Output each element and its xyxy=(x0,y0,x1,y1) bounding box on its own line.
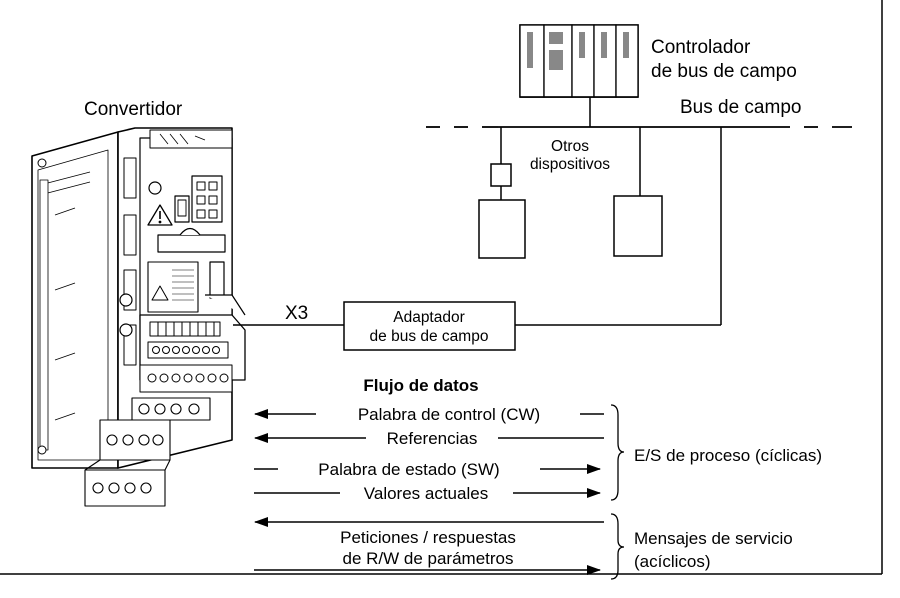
fieldbus-adapter-box xyxy=(343,301,516,351)
controller-label-line1: Controlador xyxy=(651,37,751,58)
flow-param-rw-line2: de R/W de parámetros xyxy=(342,549,513,568)
flow-actual-values: Valores actuales xyxy=(364,484,488,503)
flow-control-word: Palabra de control (CW) xyxy=(358,405,540,424)
drive-label: Convertidor xyxy=(84,99,183,120)
process-io-label: E/S de proceso (cíclicas) xyxy=(634,446,822,465)
service-messages-label-line2: (acíclicos) xyxy=(634,552,711,571)
process-io-brace xyxy=(610,404,625,501)
other-devices-label-line1: Otros xyxy=(551,138,589,155)
flow-param-rw-line1: Peticiones / respuestas xyxy=(340,528,516,547)
flow-status-word: Palabra de estado (SW) xyxy=(318,460,499,479)
controller-label-line2: de bus de campo xyxy=(651,61,797,82)
service-messages-brace xyxy=(610,513,625,580)
drive-illustration xyxy=(31,127,246,507)
adapter-label-line1: Adaptador xyxy=(393,309,465,326)
flow-references: Referencias xyxy=(387,429,478,448)
service-messages-label-line1: Mensajes de servicio xyxy=(634,529,793,548)
fieldbus-controller-rack xyxy=(519,24,639,98)
x3-label: X3 xyxy=(285,303,308,324)
data-flow-title: Flujo de datos xyxy=(363,376,478,395)
flow-arrows xyxy=(254,409,604,575)
fieldbus-label: Bus de campo xyxy=(680,97,801,118)
other-devices-label-line2: dispositivos xyxy=(530,156,610,173)
adapter-label-line2: de bus de campo xyxy=(370,328,489,345)
other-devices xyxy=(478,127,663,259)
outer-frame xyxy=(0,0,883,575)
